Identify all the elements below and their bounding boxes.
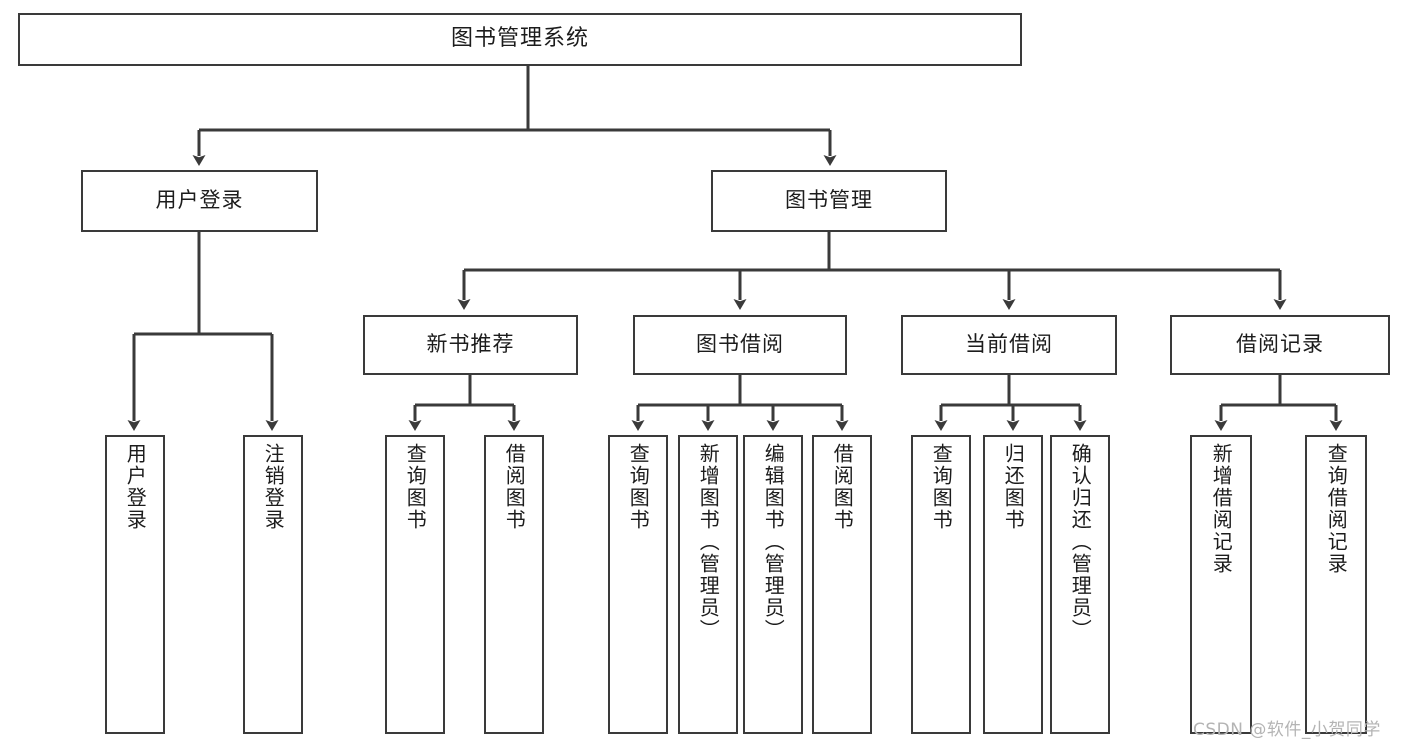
- leaf-node-label: 查询图书: [626, 443, 651, 531]
- node-new-book-recommend-label: 新书推荐: [426, 332, 515, 357]
- leaf-node-label: 注销登录: [261, 443, 286, 531]
- node-root[interactable]: 图书管理系统: [18, 13, 1022, 66]
- leaf-node[interactable]: 查询图书: [911, 435, 971, 734]
- node-new-book-recommend[interactable]: 新书推荐: [363, 315, 578, 375]
- leaf-node[interactable]: 用户登录: [105, 435, 165, 734]
- node-root-label: 图书管理系统: [450, 26, 589, 52]
- leaf-node[interactable]: 查询图书: [608, 435, 668, 734]
- leaf-node[interactable]: 查询图书: [385, 435, 445, 734]
- leaf-node-label: 用户登录: [123, 443, 148, 531]
- leaf-node[interactable]: 借阅图书: [484, 435, 544, 734]
- node-user-login-label: 用户登录: [155, 188, 244, 213]
- leaf-node[interactable]: 新增借阅记录: [1190, 435, 1252, 734]
- leaf-node-label: 新增图书（管理员）: [696, 443, 721, 641]
- leaf-node-label: 借阅图书: [830, 443, 855, 531]
- node-current-borrow-label: 当前借阅: [965, 332, 1053, 357]
- leaf-node-label: 确认归还（管理员）: [1068, 443, 1093, 641]
- node-user-login[interactable]: 用户登录: [81, 170, 318, 232]
- leaf-node-label: 查询图书: [929, 443, 954, 531]
- leaf-node[interactable]: 注销登录: [243, 435, 303, 734]
- leaf-node-label: 归还图书: [1001, 443, 1026, 531]
- csdn-watermark: CSDN @软件_小贺同学: [1193, 720, 1381, 740]
- leaf-node[interactable]: 借阅图书: [812, 435, 872, 734]
- leaf-node-label: 查询图书: [403, 443, 428, 531]
- node-book-borrow-label: 图书借阅: [696, 332, 784, 357]
- node-book-management[interactable]: 图书管理: [711, 170, 947, 232]
- leaf-node[interactable]: 查询借阅记录: [1305, 435, 1367, 734]
- node-book-borrow[interactable]: 图书借阅: [633, 315, 847, 375]
- leaf-node-label: 新增借阅记录: [1209, 443, 1234, 575]
- node-book-management-label: 图书管理: [785, 188, 873, 213]
- leaf-node[interactable]: 新增图书（管理员）: [678, 435, 738, 734]
- leaf-node[interactable]: 编辑图书（管理员）: [743, 435, 803, 734]
- leaf-node[interactable]: 确认归还（管理员）: [1050, 435, 1110, 734]
- leaf-node[interactable]: 归还图书: [983, 435, 1043, 734]
- leaf-node-label: 查询借阅记录: [1324, 443, 1349, 575]
- node-current-borrow[interactable]: 当前借阅: [901, 315, 1117, 375]
- node-borrow-record[interactable]: 借阅记录: [1170, 315, 1390, 375]
- node-borrow-record-label: 借阅记录: [1236, 332, 1324, 357]
- leaf-node-label: 编辑图书（管理员）: [761, 443, 786, 641]
- leaf-node-label: 借阅图书: [502, 443, 527, 531]
